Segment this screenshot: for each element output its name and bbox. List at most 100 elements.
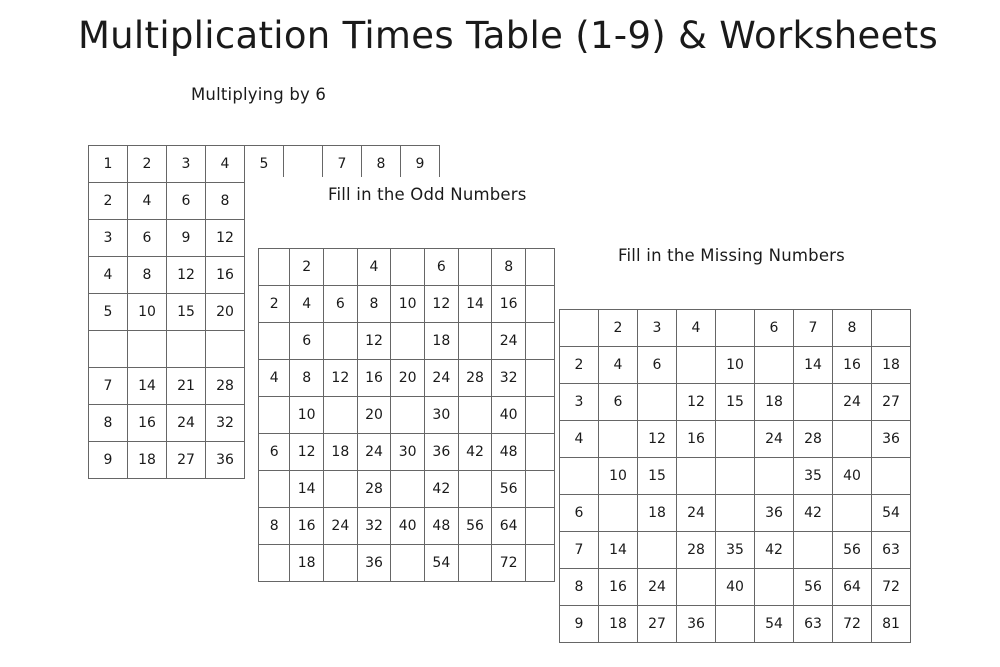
table-cell: 20 [390, 359, 425, 397]
table-cell: 12 [166, 256, 206, 294]
table-cell: 18 [871, 346, 911, 384]
table-cell: 15 [715, 383, 755, 421]
table-cell: 6 [257, 433, 291, 471]
table-cell: 27 [166, 441, 206, 479]
table-cell: 2 [88, 182, 128, 220]
table-cell: 36 [205, 441, 245, 479]
table-cell [257, 544, 291, 582]
table-cell: 8 [88, 404, 128, 442]
worksheet-title: Fill in the Missing Numbers [618, 246, 845, 265]
table-cell: 3 [637, 309, 677, 347]
table-cell: 18 [424, 322, 459, 360]
table-cell: 35 [793, 457, 833, 495]
table-cell: 32 [356, 507, 392, 545]
table-cell: 5 [244, 145, 284, 183]
table-cell [322, 248, 358, 286]
table-cell: 14 [289, 470, 324, 508]
table-cell: 24 [832, 383, 872, 421]
table-cell: 8 [356, 285, 392, 323]
table-cell [257, 322, 291, 360]
table-cell: 40 [715, 568, 755, 606]
table-cell: 54 [871, 494, 911, 532]
table-cell [390, 322, 425, 360]
table-cell: 16 [491, 285, 527, 323]
table-cell: 32 [491, 359, 527, 397]
table-cell: 28 [676, 531, 716, 569]
table-cell: 56 [832, 531, 872, 569]
table-cell [322, 544, 358, 582]
table-cell [166, 330, 206, 368]
table-cell: 56 [793, 568, 833, 606]
table-cell [676, 457, 716, 495]
table-cell: 24 [166, 404, 206, 442]
table-cell: 7 [793, 309, 833, 347]
table-cell: 18 [637, 494, 677, 532]
table-cell [257, 248, 291, 286]
table-cell [754, 568, 794, 606]
table-cell: 4 [257, 359, 291, 397]
table-cell: 48 [424, 507, 459, 545]
table-cell [457, 544, 493, 582]
table-cell: 7 [559, 531, 599, 569]
table-cell: 3 [166, 145, 206, 183]
table-cell: 63 [871, 531, 911, 569]
table-cell [457, 470, 493, 508]
table-cell: 10 [289, 396, 324, 434]
table-cell: 15 [637, 457, 677, 495]
table-cell [390, 248, 425, 286]
table-cell: 64 [832, 568, 872, 606]
table-cell: 3 [559, 383, 599, 421]
table-cell: 10 [598, 457, 638, 495]
table-cell: 54 [754, 605, 794, 643]
table-cell: 24 [637, 568, 677, 606]
table-cell [715, 457, 755, 495]
table-cell [257, 470, 291, 508]
table-cell: 2 [257, 285, 291, 323]
table-cell [525, 470, 555, 508]
table-cell: 28 [205, 367, 245, 405]
table-cell: 36 [424, 433, 459, 471]
table-cell [457, 396, 493, 434]
table-cell: 4 [289, 285, 324, 323]
table-cell: 2 [598, 309, 638, 347]
table-cell: 18 [322, 433, 358, 471]
table-cell: 24 [424, 359, 459, 397]
table-cell: 9 [166, 219, 206, 257]
table-cell: 8 [257, 507, 291, 545]
table-cell [676, 568, 716, 606]
table-cell [871, 309, 911, 347]
table-cell: 36 [356, 544, 392, 582]
table-cell: 10 [715, 346, 755, 384]
table-cell: 8 [559, 568, 599, 606]
table-cell: 2 [559, 346, 599, 384]
table-cell [715, 420, 755, 458]
table-cell [525, 544, 555, 582]
table-cell: 14 [598, 531, 638, 569]
table-cell: 42 [457, 433, 493, 471]
table-cell [715, 605, 755, 643]
table-cell: 24 [356, 433, 392, 471]
table-cell: 6 [166, 182, 206, 220]
table-cell [715, 494, 755, 532]
table-cell: 56 [457, 507, 493, 545]
table-cell [715, 309, 755, 347]
table-cell: 24 [491, 322, 527, 360]
table-cell: 4 [356, 248, 392, 286]
table-cell: 6 [424, 248, 459, 286]
table-cell: 72 [491, 544, 527, 582]
table-cell: 10 [127, 293, 167, 331]
table-cell [457, 322, 493, 360]
